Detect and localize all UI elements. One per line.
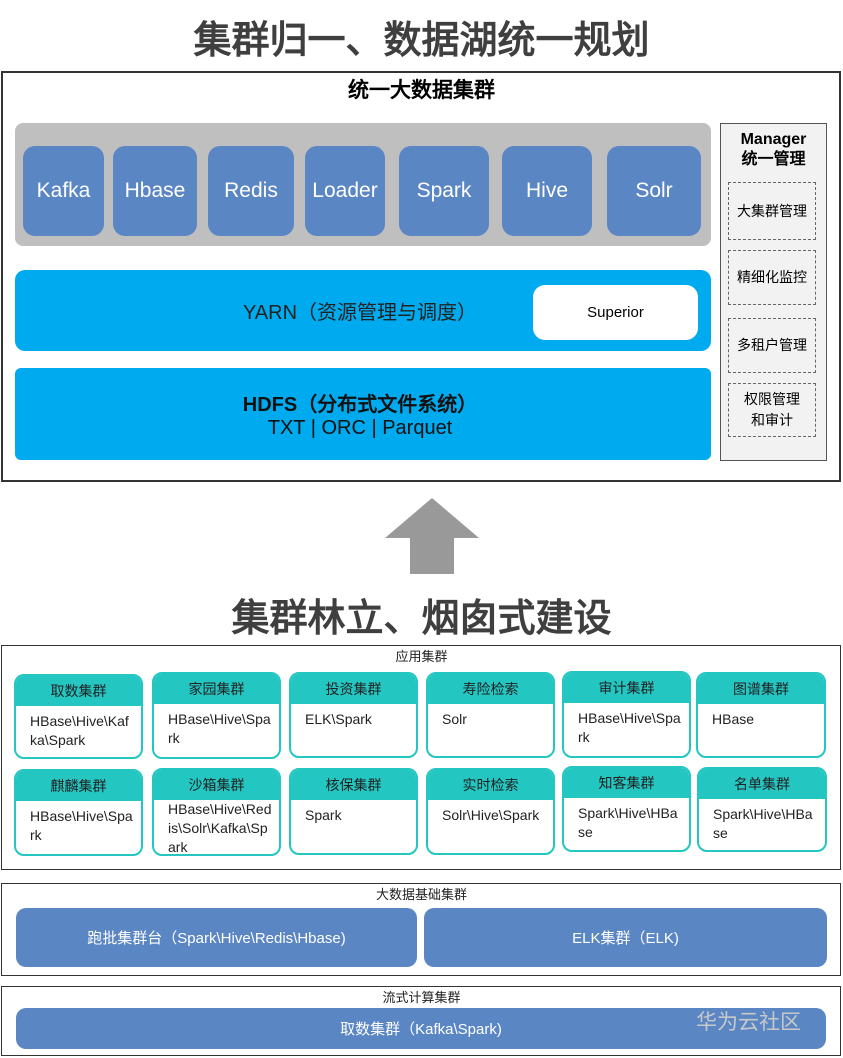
card-title: 家园集群	[154, 674, 279, 704]
app-card-tupu: 图谱集群 HBase	[696, 672, 826, 758]
card-title: 图谱集群	[698, 674, 824, 704]
component-loader: Loader	[305, 146, 385, 236]
card-content: Solr\Hive\Spark	[442, 807, 540, 823]
card-title: 寿险检索	[428, 674, 553, 704]
app-clusters-title: 应用集群	[395, 648, 448, 664]
card-title: 麒麟集群	[16, 771, 141, 801]
component-hbase: Hbase	[113, 146, 197, 236]
component-spark: Spark	[399, 146, 489, 236]
app-card-shenji: 审计集群 HBase\Hive\Spark	[562, 671, 691, 758]
watermark: 华为云社区	[696, 1011, 801, 1034]
manager-item-monitoring: 精细化监控	[728, 250, 816, 305]
stream-clusters-title: 流式计算集群	[382, 989, 461, 1005]
base-cluster-batch: 跑批集群台（Spark\Hive\Redis\Hbase)	[16, 908, 417, 967]
main-title: 集群归一、数据湖统一规划	[193, 19, 650, 62]
card-content: Spark\Hive\HBase	[578, 805, 678, 840]
component-solr: Solr	[607, 146, 701, 236]
app-card-qushu: 取数集群 HBase\Hive\Kafka\Spark	[14, 674, 143, 759]
component-hive: Hive	[502, 146, 592, 236]
up-arrow-icon	[385, 498, 479, 574]
component-redis: Redis	[208, 146, 294, 236]
card-content: HBase	[712, 711, 755, 727]
card-content: Spark\Hive\HBase	[713, 806, 813, 841]
app-card-qilin: 麒麟集群 HBase\Hive\Spark	[14, 769, 143, 856]
sub-title: 集群林立、烟囱式建设	[231, 597, 612, 640]
unified-cluster-title: 统一大数据集群	[348, 79, 495, 102]
card-content: HBase\Hive\Spark	[168, 711, 271, 746]
hdfs-formats: TXT | ORC | Parquet	[267, 416, 453, 439]
card-content: ELK\Spark	[305, 711, 372, 727]
card-title: 实时检索	[428, 770, 553, 800]
card-content: HBase\Hive\Kafka\Spark	[30, 713, 129, 748]
card-content: HBase\Hive\Spark	[578, 710, 681, 745]
manager-subtitle: 统一管理	[741, 151, 806, 168]
card-title: 取数集群	[16, 676, 141, 706]
card-title: 审计集群	[564, 673, 689, 703]
card-content: Spark	[305, 807, 342, 823]
app-card-jiayuan: 家园集群 HBase\Hive\Spark	[152, 672, 281, 759]
hdfs-layer	[15, 368, 711, 460]
card-content: HBase\Hive\Spark	[30, 808, 133, 843]
card-content: HBase\Hive\Redis\Solr\Kafka\Spark	[168, 801, 272, 855]
app-card-touzi: 投资集群 ELK\Spark	[289, 672, 418, 758]
app-card-shouxian: 寿险检索 Solr	[426, 672, 555, 758]
app-card-hebao: 核保集群 Spark	[289, 768, 418, 855]
stream-cluster-qushu: 取数集群（Kafka\Spark)	[16, 1008, 826, 1049]
app-card-shaxiang: 沙箱集群 HBase\Hive\Redis\Solr\Kafka\Spark	[152, 768, 281, 856]
card-title: 沙箱集群	[154, 770, 279, 800]
hdfs-title: HDFS（分布式文件系统）	[242, 393, 478, 416]
component-kafka: Kafka	[23, 146, 104, 236]
card-title: 核保集群	[291, 770, 416, 800]
card-title: 名单集群	[699, 769, 825, 799]
manager-item-permission: 权限管理 和审计	[728, 383, 816, 437]
manager-item-cluster: 大集群管理	[728, 182, 816, 240]
app-card-shishi: 实时检索 Solr\Hive\Spark	[426, 768, 555, 855]
manager-title: Manager	[740, 131, 807, 148]
app-card-mingdan: 名单集群 Spark\Hive\HBase	[697, 767, 827, 852]
card-title: 知客集群	[564, 768, 689, 798]
yarn-label: YARN（资源管理与调度）	[242, 301, 478, 324]
base-cluster-elk: ELK集群（ELK)	[424, 908, 827, 967]
base-clusters-title: 大数据基础集群	[375, 886, 467, 902]
card-title: 投资集群	[291, 674, 416, 704]
superior-scheduler: Superior	[533, 285, 698, 340]
app-card-zhike: 知客集群 Spark\Hive\HBase	[562, 766, 691, 852]
manager-item-tenant: 多租户管理	[728, 318, 816, 373]
card-content: Solr	[442, 711, 467, 727]
